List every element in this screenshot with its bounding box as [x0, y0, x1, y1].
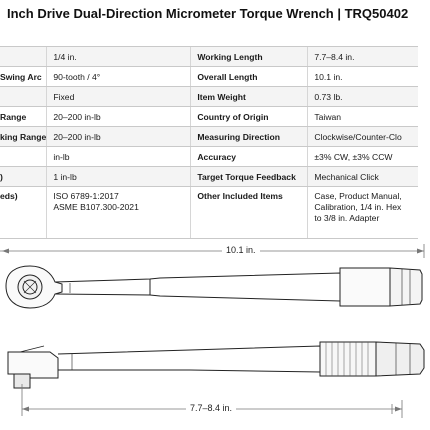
table-row: eds) ISO 6789-1:2017 ASME B107.300-2021 …: [0, 186, 418, 239]
wrench-side-view: [7, 341, 425, 389]
specs-table: 1/4 in. Working Length 7.7–8.4 in. Swing…: [0, 46, 418, 239]
table-row: in-lb Accuracy ±3% CW, ±3% CCW: [0, 146, 418, 167]
spec-value: 1/4 in.: [46, 46, 191, 67]
spec-value-text: Case, Product Manual, Calibration, 1/4 i…: [314, 191, 402, 223]
overall-length-label: 10.1 in.: [222, 245, 260, 255]
spec-label: Target Torque Feedback: [190, 166, 308, 187]
spec-value: Fixed: [46, 86, 191, 107]
spec-label: Other Included Items: [190, 186, 308, 239]
page-title: Inch Drive Dual-Direction Micrometer Tor…: [7, 6, 409, 21]
overall-length-dimension: [0, 244, 425, 258]
spec-value: 7.7–8.4 in.: [307, 46, 418, 67]
spec-label: eds): [0, 186, 47, 239]
spec-value: 1 in-lb: [46, 166, 191, 187]
table-row: Range 20–200 in-lb Country of Origin Tai…: [0, 106, 418, 127]
table-row: ) 1 in-lb Target Torque Feedback Mechani…: [0, 166, 418, 187]
spec-label: [0, 46, 47, 67]
working-length-label: 7.7–8.4 in.: [186, 403, 237, 413]
spec-label: ): [0, 166, 47, 187]
spec-value: ISO 6789-1:2017 ASME B107.300-2021: [46, 186, 191, 239]
spec-value: 20–200 in-lb: [46, 126, 191, 147]
spec-label: Item Weight: [190, 86, 308, 107]
spec-value-text: ISO 6789-1:2017 ASME B107.300-2021: [53, 191, 139, 212]
wrench-top-view: [5, 265, 423, 309]
spec-value: Case, Product Manual, Calibration, 1/4 i…: [307, 186, 418, 239]
